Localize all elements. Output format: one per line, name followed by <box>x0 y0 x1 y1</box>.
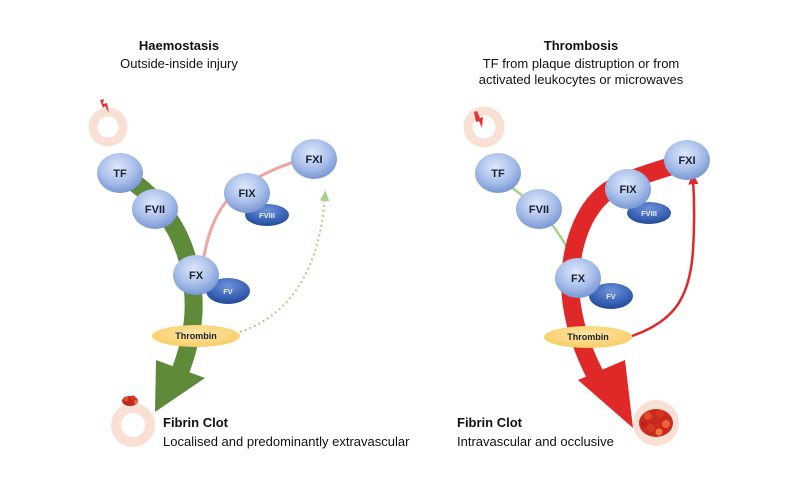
thrombosis-panel: Thrombosis TF from plaque distruption or… <box>457 38 710 449</box>
fx-node <box>173 255 219 295</box>
thrombosis-subtitle-2: activated leukocytes or microwaves <box>479 72 684 87</box>
fxi-label: FXI <box>305 154 322 166</box>
large-clot-icon <box>639 409 673 437</box>
tf-node <box>475 153 521 193</box>
thrombosis-clot-title: Fibrin Clot <box>457 415 523 430</box>
fvii-node <box>132 189 178 229</box>
thrombin-feedback-arrow <box>631 173 699 338</box>
small-clot-icon <box>122 395 138 406</box>
vessel-ring-icon <box>88 107 128 147</box>
fxi-node <box>664 140 710 180</box>
thrombosis-title: Thrombosis <box>544 38 618 53</box>
fix-node <box>224 173 270 213</box>
fxi-label: FXI <box>678 155 695 167</box>
haemostasis-subtitle: Outside-inside injury <box>120 56 238 71</box>
haemostasis-clot-subtitle: Localised and predominantly extravascula… <box>163 434 410 449</box>
fx-label: FX <box>189 270 204 282</box>
fv-node <box>589 283 633 309</box>
fvii-label: FVII <box>145 204 165 216</box>
fv-node <box>206 278 250 304</box>
clot-vessel-ring-icon <box>111 403 155 447</box>
tf-label: TF <box>491 168 505 180</box>
tf-node <box>97 153 143 193</box>
fviii-label: FVIII <box>641 209 657 218</box>
lightning-icon <box>100 99 109 113</box>
fvii-label: FVII <box>529 204 549 216</box>
fv-label: FV <box>223 287 233 296</box>
thrombin-node <box>152 325 240 347</box>
lightning-icon <box>474 111 483 128</box>
fx-label: FX <box>571 273 586 285</box>
fvii-node <box>516 189 562 229</box>
fx-node <box>555 258 601 298</box>
haemostasis-clot-title: Fibrin Clot <box>163 415 229 430</box>
thrombin-label: Thrombin <box>567 332 609 342</box>
fix-node <box>605 169 651 209</box>
thrombosis-subtitle-1: TF from plaque distruption or from <box>483 56 680 71</box>
fxi-node <box>291 139 337 179</box>
thrombin-label: Thrombin <box>175 331 217 341</box>
haemostasis-panel: Haemostasis Outside-inside injury TF FVI… <box>88 38 410 449</box>
thrombin-node <box>544 326 632 348</box>
tf-label: TF <box>113 168 127 180</box>
thrombin-feedback-arrow <box>239 190 330 333</box>
haemostasis-title: Haemostasis <box>139 38 219 53</box>
vessel-ring-icon <box>463 106 505 148</box>
thrombosis-clot-subtitle: Intravascular and occlusive <box>457 434 614 449</box>
main-pathway-arrowhead <box>155 360 205 412</box>
fviii-label: FVIII <box>259 211 275 220</box>
fix-label: FIX <box>238 188 256 200</box>
fviii-node <box>627 202 671 224</box>
fix-label: FIX <box>619 184 637 196</box>
fv-label: FV <box>606 292 616 301</box>
main-pathway-arrowhead <box>578 360 633 428</box>
